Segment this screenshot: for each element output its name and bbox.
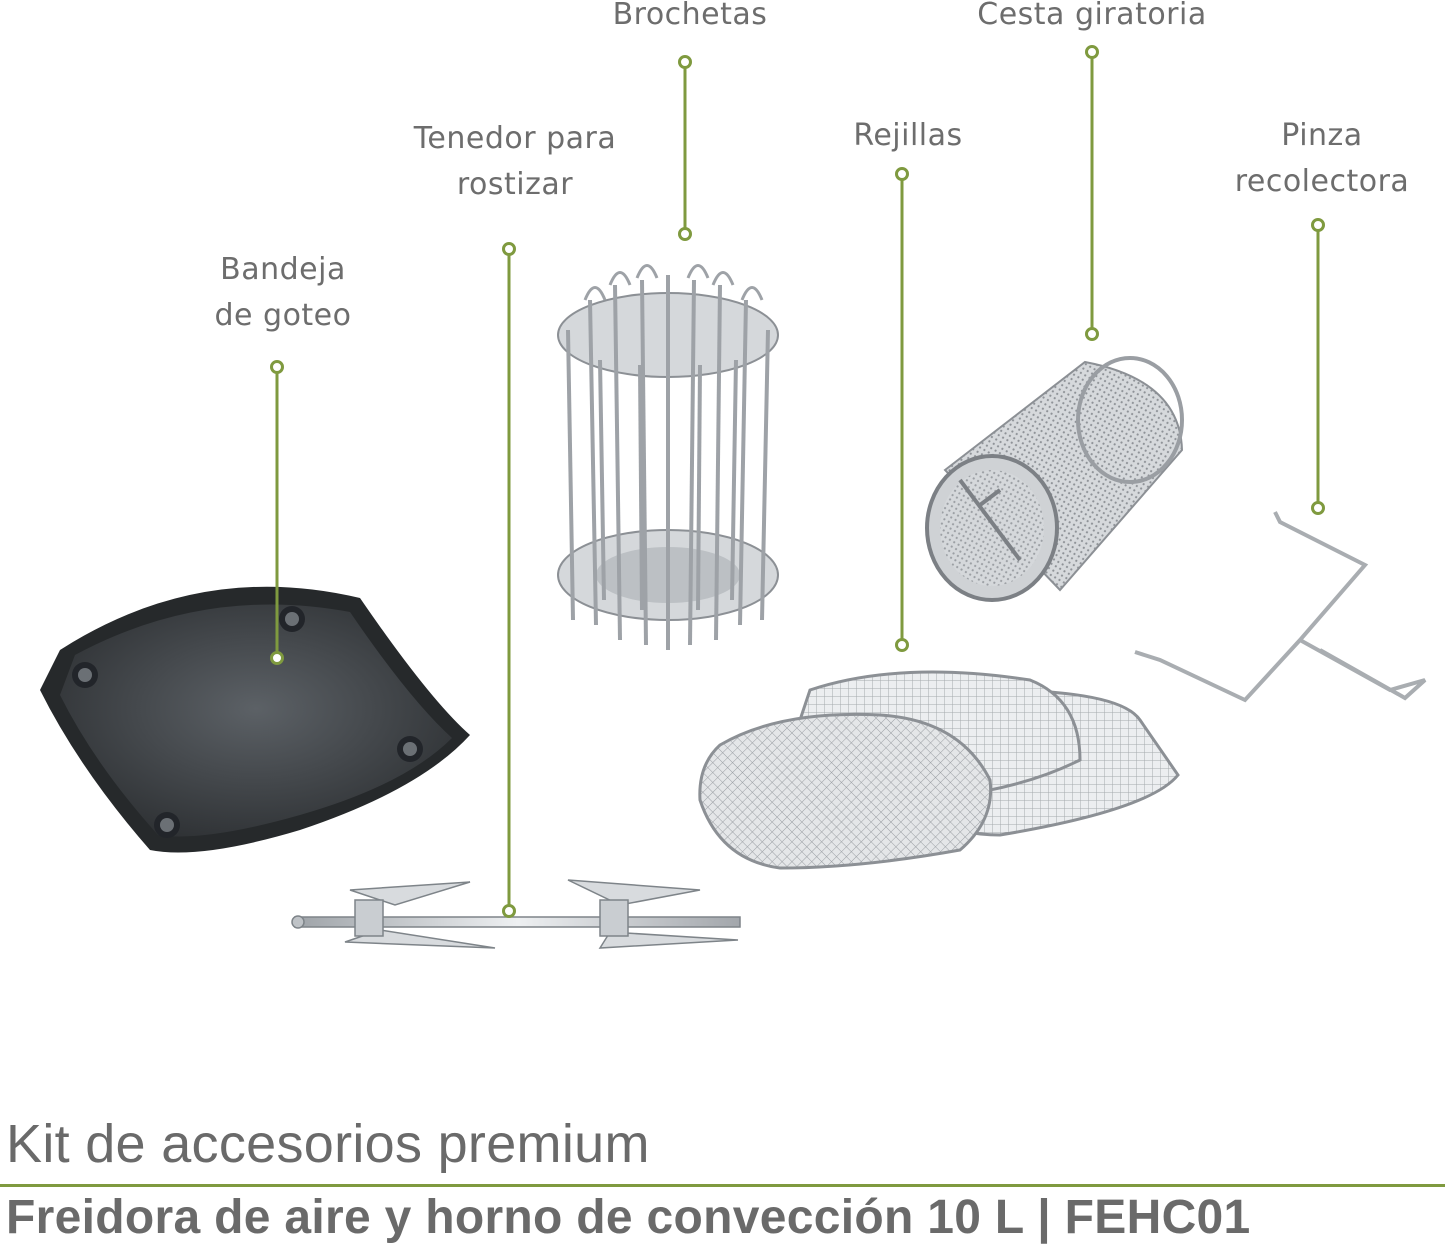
label-brochetas: Brochetas: [600, 0, 780, 38]
label-cesta-giratoria-text: Cesta giratoria: [977, 0, 1207, 32]
accessories-illustration: [40, 45, 1427, 949]
label-pinza-line1: Pinza: [1281, 118, 1363, 153]
label-tenedor-para-rostizar: Tenedor para rostizar: [395, 116, 635, 208]
label-rejillas-text: Rejillas: [853, 118, 963, 153]
drip-tray-image: [40, 586, 470, 853]
rotating-basket-image: [925, 356, 1184, 602]
label-tenedor-line1: Tenedor para: [413, 121, 617, 156]
label-bandeja-line1: Bandeja: [220, 252, 346, 287]
label-tenedor-line2: rostizar: [456, 167, 574, 202]
label-brochetas-text: Brochetas: [612, 0, 768, 32]
label-bandeja-de-goteo: Bandeja de goteo: [200, 247, 366, 339]
collector-tongs-image: [1134, 511, 1427, 703]
label-rejillas: Rejillas: [838, 113, 978, 159]
label-bandeja-line2: de goteo: [214, 298, 352, 333]
rotisserie-fork-image: [291, 879, 741, 949]
label-cesta-giratoria: Cesta giratoria: [960, 0, 1224, 38]
label-pinza-recolectora: Pinza recolectora: [1220, 113, 1424, 205]
divider-rule: [0, 1184, 1445, 1187]
page-subtitle: Freidora de aire y horno de convección 1…: [6, 1191, 1251, 1244]
skewer-rack-image: [557, 264, 779, 650]
racks-image: [698, 670, 1180, 870]
callout-lines: [270, 45, 1325, 918]
page-title: Kit de accesorios premium: [6, 1114, 650, 1174]
label-pinza-line2: recolectora: [1234, 164, 1410, 199]
